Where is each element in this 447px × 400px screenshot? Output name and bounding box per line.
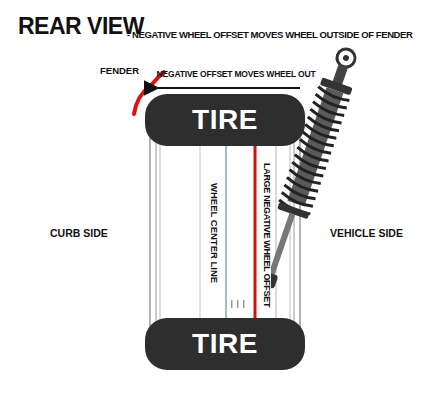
line-label: WHEEL CENTER LINE [209,182,219,284]
wheel-rim [150,135,300,330]
arrow-label: NEGATIVE OFFSET MOVES WHEEL OUT [157,70,316,79]
offset-line [254,140,257,325]
side-label: VEHICLE SIDE [330,228,403,240]
subtitle: - NEGATIVE WHEEL OFFSET MOVES WHEEL OUTS… [127,30,445,40]
tire-block: TIRE [145,318,305,370]
tire-label: TIRE [192,328,258,360]
center-line [225,140,227,325]
title: REAR VIEW [18,14,144,39]
tire-label: TIRE [192,104,258,136]
line-label: LARGE NEGATIVE WHEEL OFFSET [261,162,271,308]
side-label: CURB SIDE [50,228,108,240]
part-label: FENDER [100,66,139,76]
direction-arrow [158,87,300,89]
tire-block: TIRE [145,94,305,146]
offset-dots [231,300,245,308]
